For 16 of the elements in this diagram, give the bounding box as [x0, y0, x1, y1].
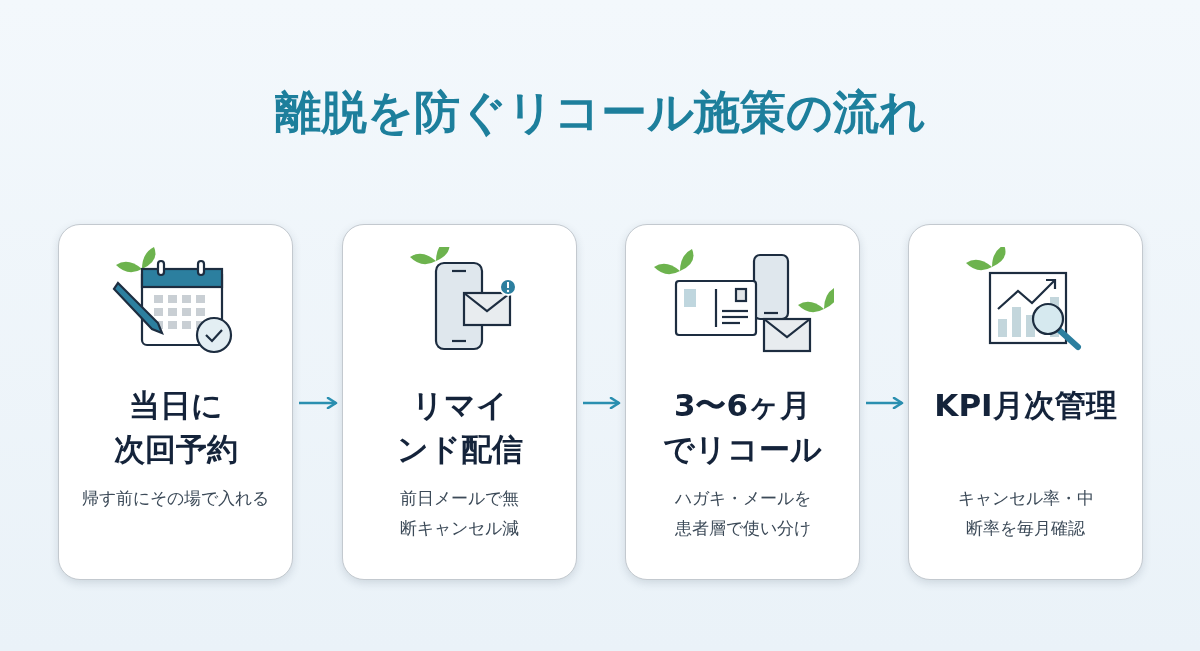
arrow	[866, 396, 904, 410]
title: 離脱を防ぐリコール施策の流れ	[274, 84, 926, 141]
arrow	[583, 396, 621, 410]
step-card	[58, 224, 293, 580]
step-card	[625, 224, 860, 580]
card-description: ハガキ・メールを患者層で使い分け	[673, 487, 812, 540]
card-heading: リマインド配信	[395, 386, 524, 469]
card-description: 前日メールで無断キャンセル減	[399, 487, 520, 540]
card-heading: 当日に次回予約	[112, 386, 239, 469]
card-heading: KPI月次管理	[934, 386, 1117, 425]
step-card	[342, 224, 577, 580]
card-description: 帰す前にその場で入れる	[82, 487, 269, 510]
card-description: キャンセル率・中断率を毎月確認	[956, 487, 1095, 540]
card-heading: 3〜6ヶ月でリコール	[662, 386, 823, 469]
arrow	[299, 396, 338, 410]
step-card	[908, 224, 1143, 580]
